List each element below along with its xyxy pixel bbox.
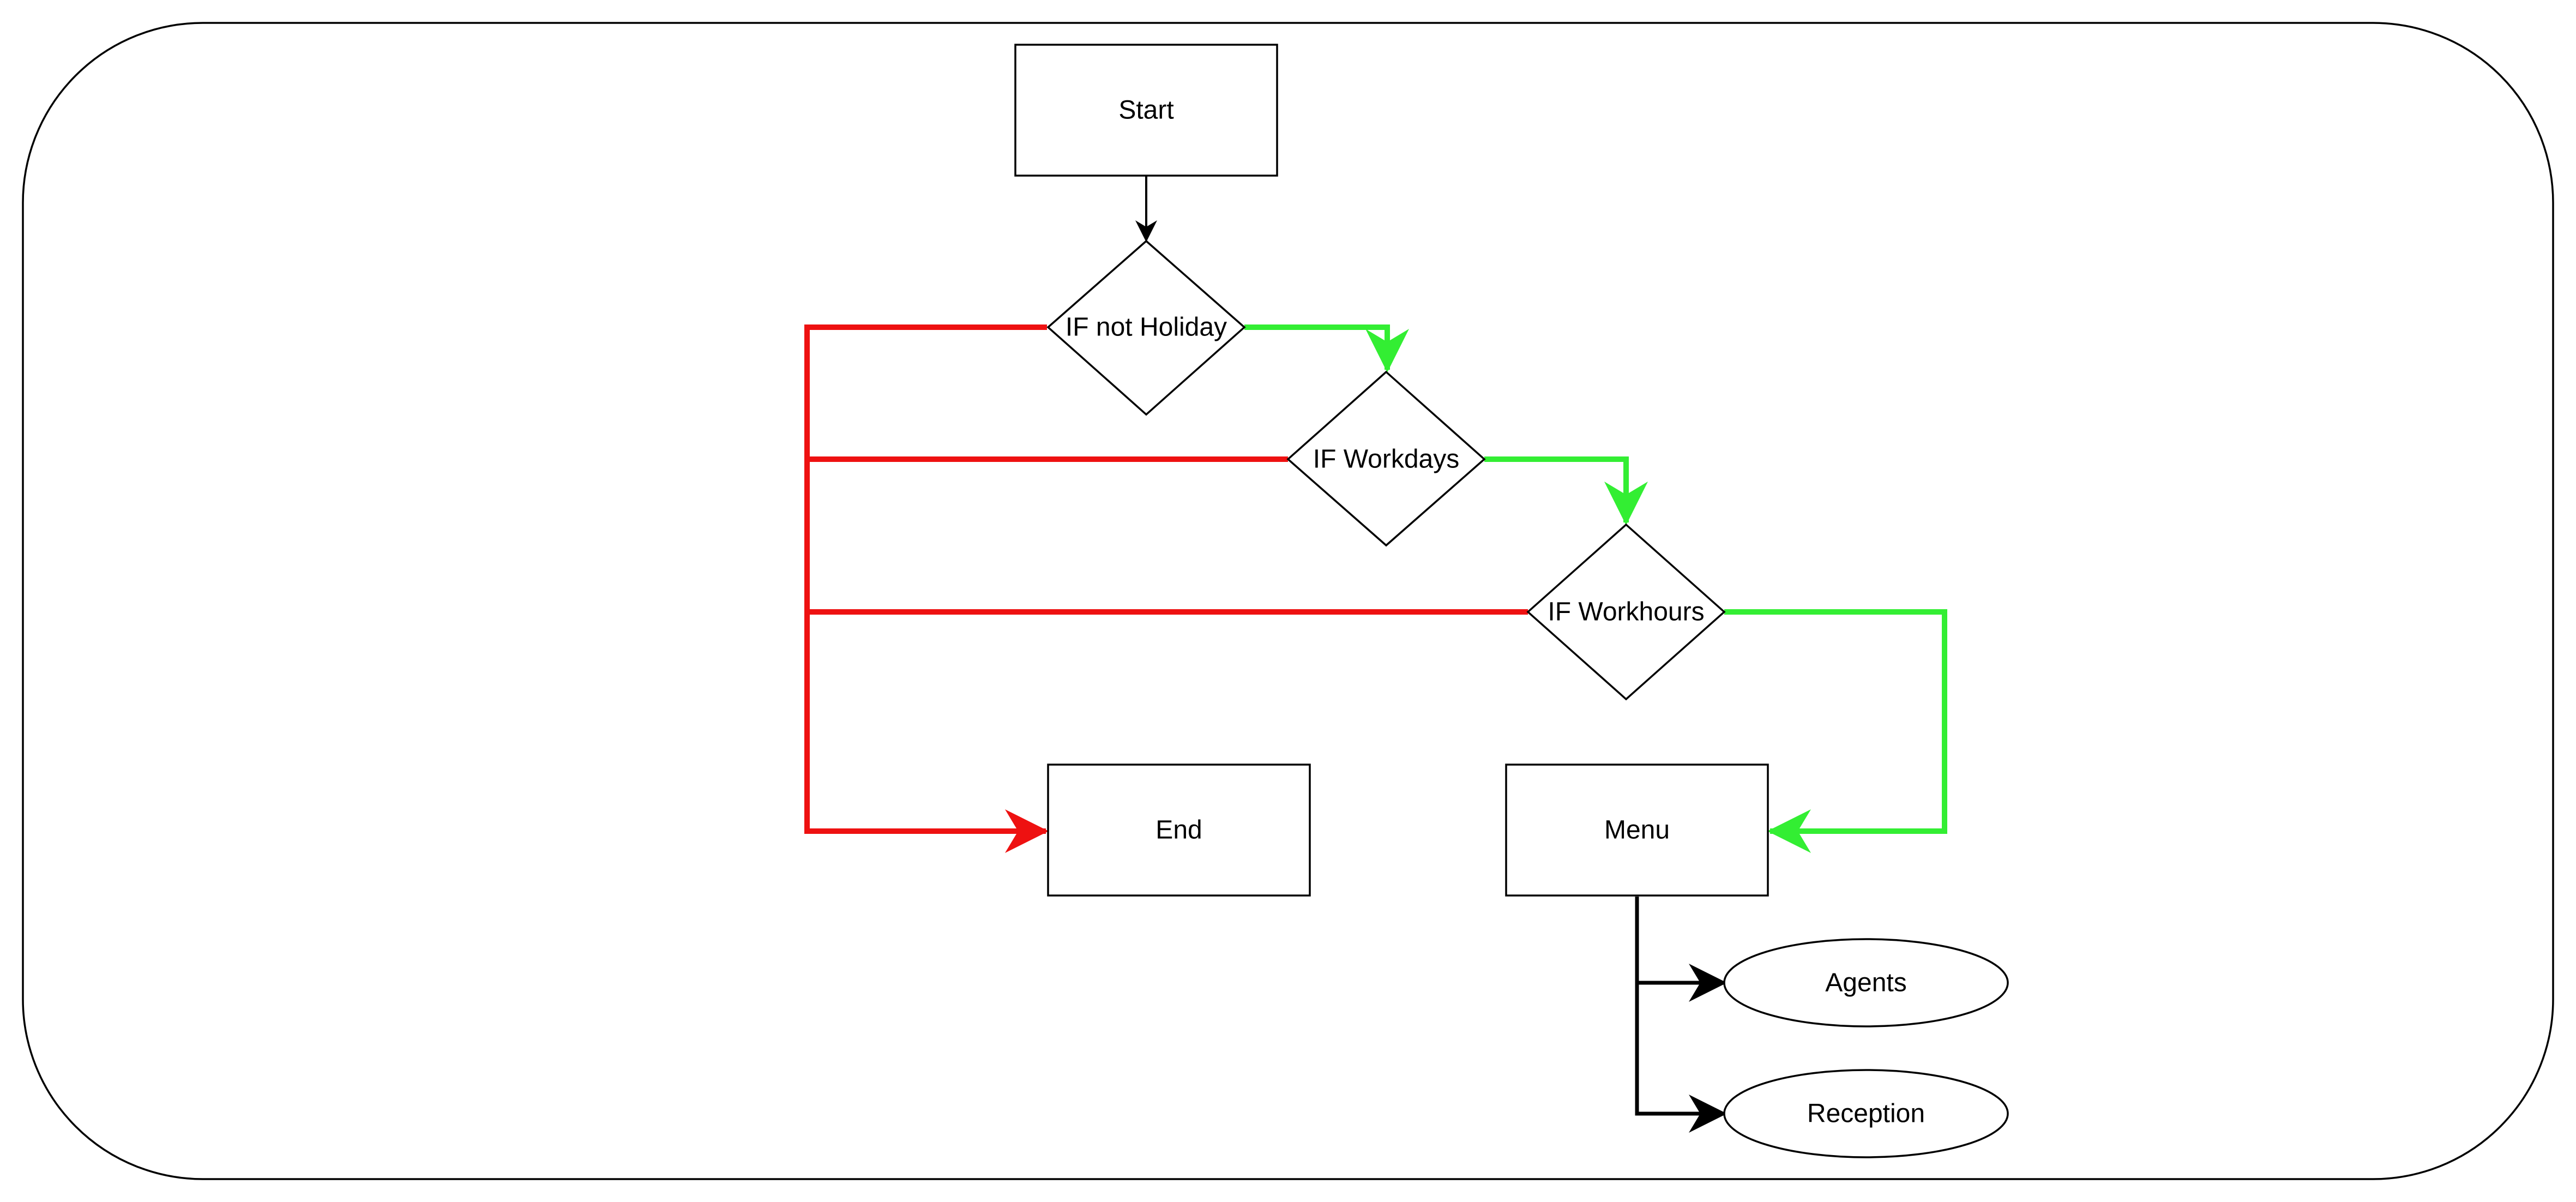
- menu-box: [1505, 764, 1769, 897]
- node-if-not-holiday: IF not Holiday: [1046, 239, 1246, 416]
- reception-label: Reception: [1807, 1099, 1925, 1128]
- container-frame: [22, 22, 2554, 1180]
- end-box: [1047, 764, 1311, 897]
- node-reception: Reception: [1723, 1069, 2009, 1158]
- reception-ellipse: [1723, 1069, 2009, 1158]
- node-if-workhours: IF Workhours: [1526, 523, 1726, 701]
- edge-workdays-to-workhours: [1484, 456, 1648, 525]
- decision-workdays-label: IF Workdays: [1313, 445, 1460, 474]
- decision-workhours-label: IF Workhours: [1548, 598, 1704, 627]
- edge-holiday-to-end: [804, 324, 1049, 853]
- start-box: [1014, 44, 1278, 177]
- edge-holiday-to-workdays: [1244, 324, 1409, 372]
- decision-holiday-diamond: [1046, 239, 1246, 416]
- no-branch-edges: [804, 324, 1528, 853]
- agents-ellipse: [1723, 938, 2009, 1027]
- node-if-workdays: IF Workdays: [1286, 370, 1486, 547]
- decision-workdays-diamond: [1286, 370, 1486, 547]
- default-edges: [1135, 176, 1727, 1133]
- end-label: End: [1155, 816, 1202, 845]
- start-label: Start: [1118, 96, 1173, 125]
- node-end: End: [1047, 764, 1311, 897]
- node-menu: Menu: [1505, 764, 1769, 897]
- decision-workhours-diamond: [1526, 523, 1726, 701]
- agents-label: Agents: [1825, 969, 1906, 997]
- edge-workhours-to-menu: [1724, 609, 1947, 853]
- decision-holiday-label: IF not Holiday: [1066, 313, 1227, 342]
- edge-menu-to-agents: [1635, 897, 1727, 1002]
- node-start: Start: [1014, 44, 1278, 177]
- menu-label: Menu: [1604, 816, 1670, 845]
- node-agents: Agents: [1723, 938, 2009, 1027]
- yes-branch-edges: [1244, 324, 1947, 853]
- edge-menu-to-reception: [1635, 983, 1727, 1133]
